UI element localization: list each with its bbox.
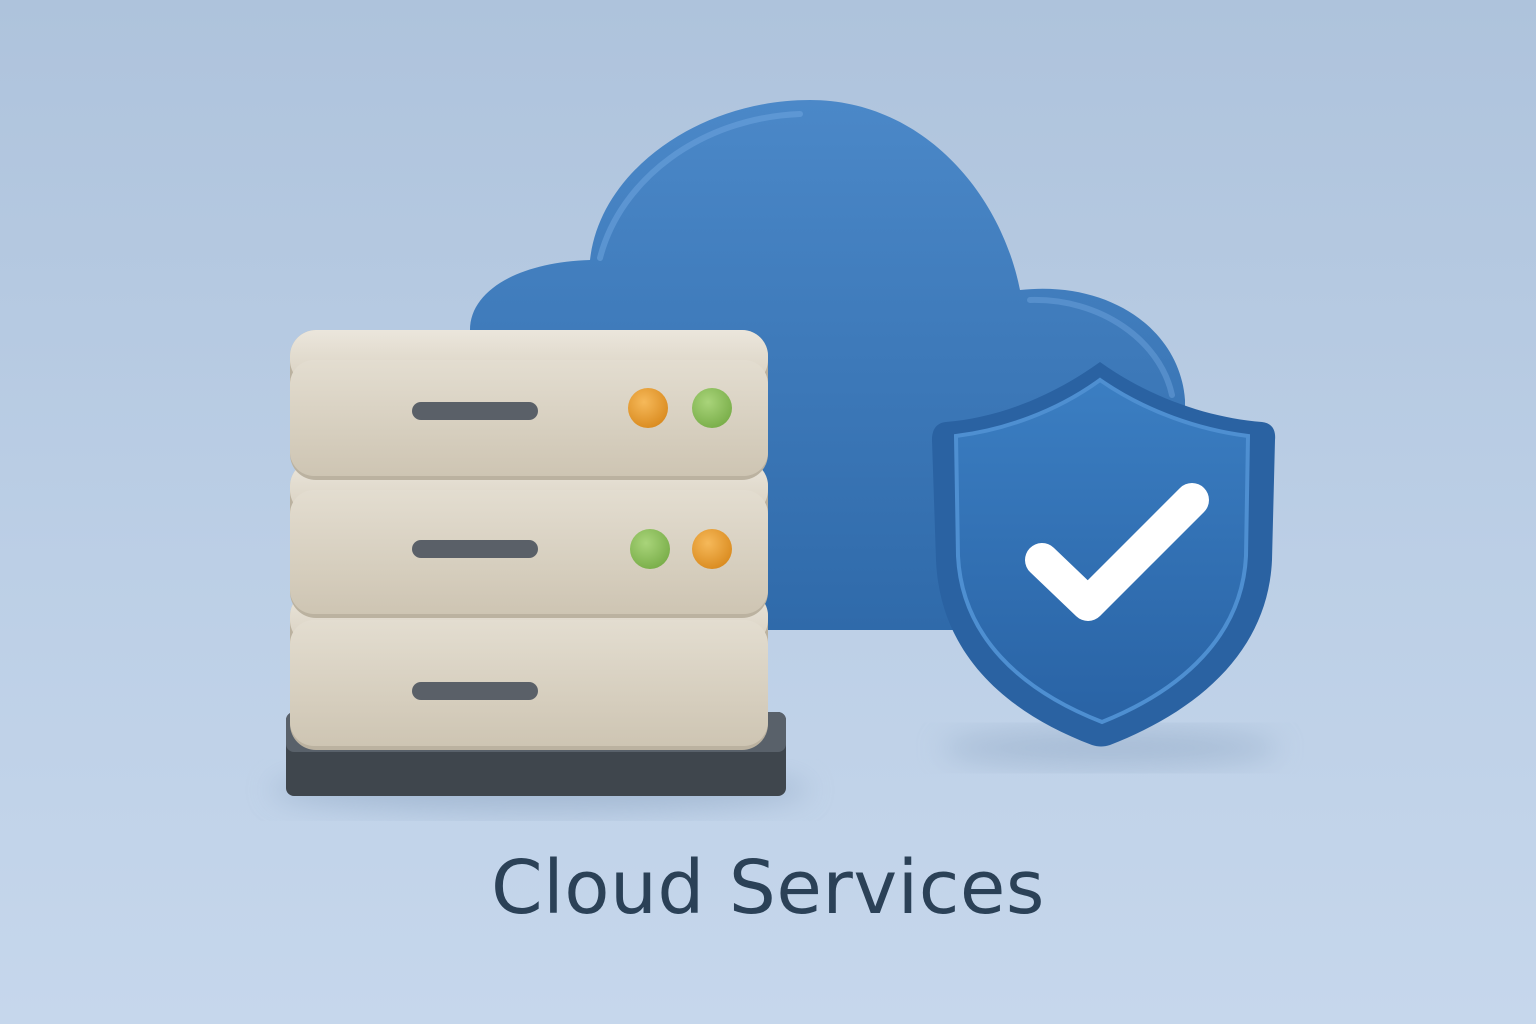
- status-led-green: [630, 529, 670, 569]
- server-unit-2: [290, 460, 768, 618]
- server-unit-1: [290, 330, 768, 480]
- page-title: Cloud Services: [491, 845, 1045, 931]
- server-stack-icon: [286, 330, 786, 796]
- status-led-green: [692, 388, 732, 428]
- status-led-orange: [692, 529, 732, 569]
- status-led-orange: [628, 388, 668, 428]
- shield-check-icon: [932, 362, 1276, 747]
- check-mark-icon: [1025, 483, 1209, 621]
